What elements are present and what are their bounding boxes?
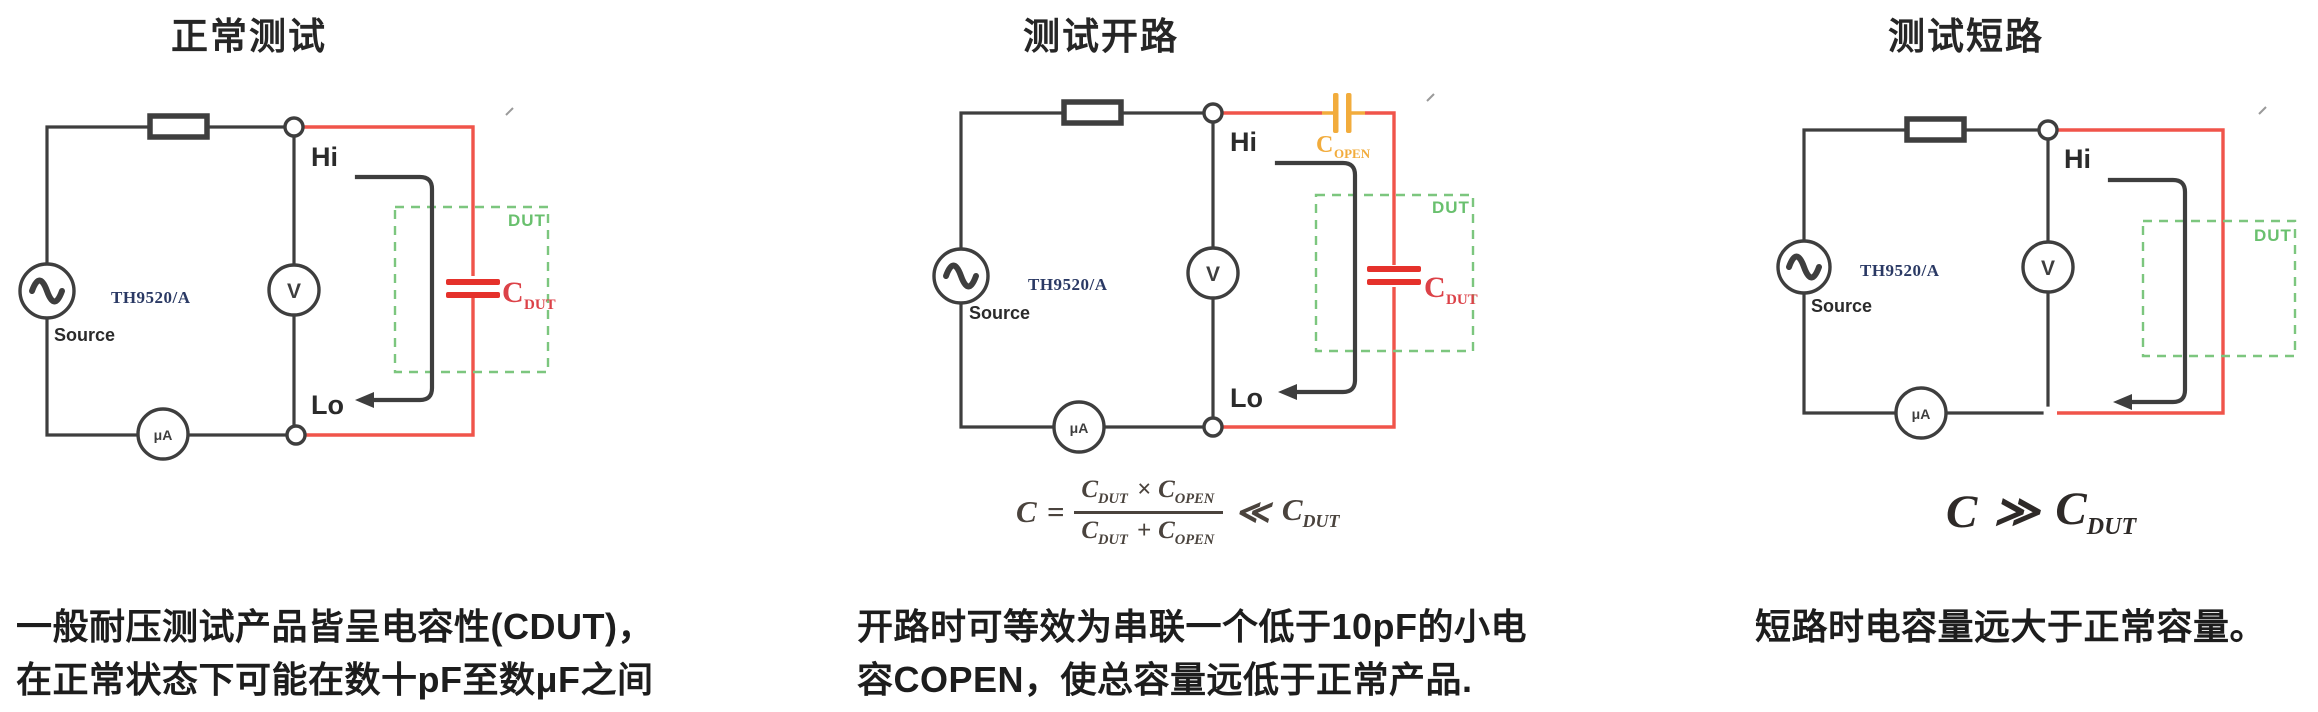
red-test-lead-short (2057, 128, 2225, 415)
sine-wave-icon (943, 262, 979, 290)
formula-rhs: CDUT (2055, 483, 2137, 541)
device-model-label: TH9520/A (111, 288, 191, 307)
device-model-label: TH9520/A (1028, 275, 1108, 294)
voltmeter-label: V (1206, 263, 1220, 286)
probe-arrowhead-icon (1278, 384, 1297, 400)
cap-dut-label-sub: DUT (524, 297, 556, 313)
resistor-icon (1904, 116, 1967, 143)
description-line: 在正常状态下可能在数十pF至数μF之间 (16, 659, 654, 700)
ammeter-label: μA (1070, 420, 1089, 436)
lo-node (285, 424, 307, 446)
probe-arrow-path (354, 174, 435, 403)
ammeter-label: μA (154, 427, 173, 443)
formula-numerator: CDUT×COPEN (1081, 476, 1215, 507)
source-label: Source (54, 325, 115, 345)
cap-dut-label-sub: DUT (1446, 292, 1478, 308)
description-line: 短路时电容量远大于正常容量。 (1755, 606, 2267, 647)
voltmeter-label: V (287, 280, 301, 303)
cap-dut-plate-bottom (446, 292, 500, 298)
hi-label: Hi (2064, 144, 2091, 174)
cap-open-label: C (1316, 132, 1333, 158)
formula-denominator: CDUT+COPEN (1081, 516, 1215, 548)
ammeter-icon (1894, 386, 1948, 440)
fraction-bar (1074, 511, 1224, 514)
cap-open-plate-right (1346, 93, 1352, 133)
dut-box-label: DUT (508, 211, 546, 230)
circuit-diagram-short: DUT V μA Hi TH9520/A Source (1776, 106, 2297, 440)
voltmeter-icon (2021, 240, 2075, 294)
artifact-mark (1426, 93, 1435, 102)
cap-dut-plate-top (1367, 266, 1421, 272)
ammeter-icon (136, 407, 190, 461)
formula-open: C = CDUT×COPEN CDUT+COPEN ≪ CDUT (1016, 476, 1341, 549)
lo-label: Lo (1230, 383, 1263, 413)
description-line: 开路时可等效为串联一个低于10pF的小电 (857, 606, 1528, 647)
probe-arrow-path (1274, 160, 1358, 395)
cap-dut-label: C (502, 276, 524, 309)
resistor-icon (147, 113, 210, 140)
wire-loop (959, 111, 1215, 429)
wire-loop (1802, 128, 2050, 415)
description-open: 开路时可等效为串联一个低于10pF的小电 容COPEN，使总容量远低于正常产品. (857, 600, 1527, 706)
formula-much-less: ≪ (1235, 495, 1270, 532)
sine-wave-icon (29, 277, 65, 305)
description-line: 容COPEN，使总容量远低于正常产品. (857, 659, 1473, 700)
formula-lhs: C (1016, 494, 1037, 530)
circuit-wires (45, 125, 296, 437)
panel-title-normal: 正常测试 (171, 16, 327, 57)
dut-box-outline (1314, 193, 1475, 353)
panel-title-short: 测试短路 (1888, 16, 2044, 57)
voltmeter-icon (1186, 246, 1240, 300)
hi-node (1202, 102, 1224, 124)
device-model-label: TH9520/A (1860, 261, 1940, 280)
artifact-mark (505, 107, 514, 116)
wire-loop (45, 125, 296, 437)
panel-title-open: 测试开路 (1023, 16, 1179, 57)
lo-node (1202, 416, 1224, 438)
cap-open-label-sub: OPEN (1334, 146, 1371, 161)
hi-node (2037, 119, 2059, 141)
source-label: Source (1811, 296, 1872, 316)
circuit-diagram-normal: DUT V μA Hi Lo TH9520/A Source C DUT (18, 107, 556, 461)
description-short: 短路时电容量远大于正常容量。 (1755, 600, 2266, 653)
dut-box-label: DUT (2254, 226, 2292, 245)
source-label: Source (969, 303, 1030, 323)
description-normal: 一般耐压测试产品皆呈电容性(CDUT)， 在正常状态下可能在数十pF至数μF之间 (16, 600, 654, 706)
hi-node (283, 116, 305, 138)
probe-arrowhead-icon (355, 392, 374, 408)
hi-label: Hi (311, 142, 338, 172)
cap-dut-label: C (1424, 271, 1446, 304)
ammeter-label: μA (1912, 406, 1931, 422)
ammeter-icon (1052, 400, 1106, 454)
cap-dut-plate-top (446, 279, 500, 285)
cap-dut-plate-bottom (1367, 279, 1421, 285)
red-test-lead (303, 125, 475, 437)
formula-fraction: CDUT×COPEN CDUT+COPEN (1074, 476, 1224, 549)
probe-arrowhead-icon (2113, 394, 2132, 410)
artifact-mark (2258, 106, 2267, 115)
voltmeter-label: V (2041, 257, 2055, 280)
formula-lhs: C (1946, 485, 1978, 538)
formula-rhs: CDUT (1281, 492, 1340, 532)
sine-wave-icon (1786, 253, 1822, 281)
formula-much-greater: ≫ (1993, 487, 2040, 537)
red-test-lead (1222, 111, 1396, 429)
formula-equals: = (1046, 494, 1065, 530)
hi-label: Hi (1230, 127, 1257, 157)
dut-box-label: DUT (1432, 198, 1470, 217)
cap-open-plate-left (1333, 93, 1339, 133)
probe-arrow-path (2107, 177, 2188, 405)
resistor-icon (1061, 99, 1124, 126)
formula-short: C ≫ CDUT (1946, 482, 2138, 541)
lo-label: Lo (311, 390, 344, 420)
description-line: 一般耐压测试产品皆呈电容性(CDUT)， (16, 606, 654, 647)
voltmeter-icon (267, 263, 321, 317)
circuit-diagram-open: DUT V μA Hi Lo TH9520/A Source C OPEN C … (932, 93, 1478, 454)
